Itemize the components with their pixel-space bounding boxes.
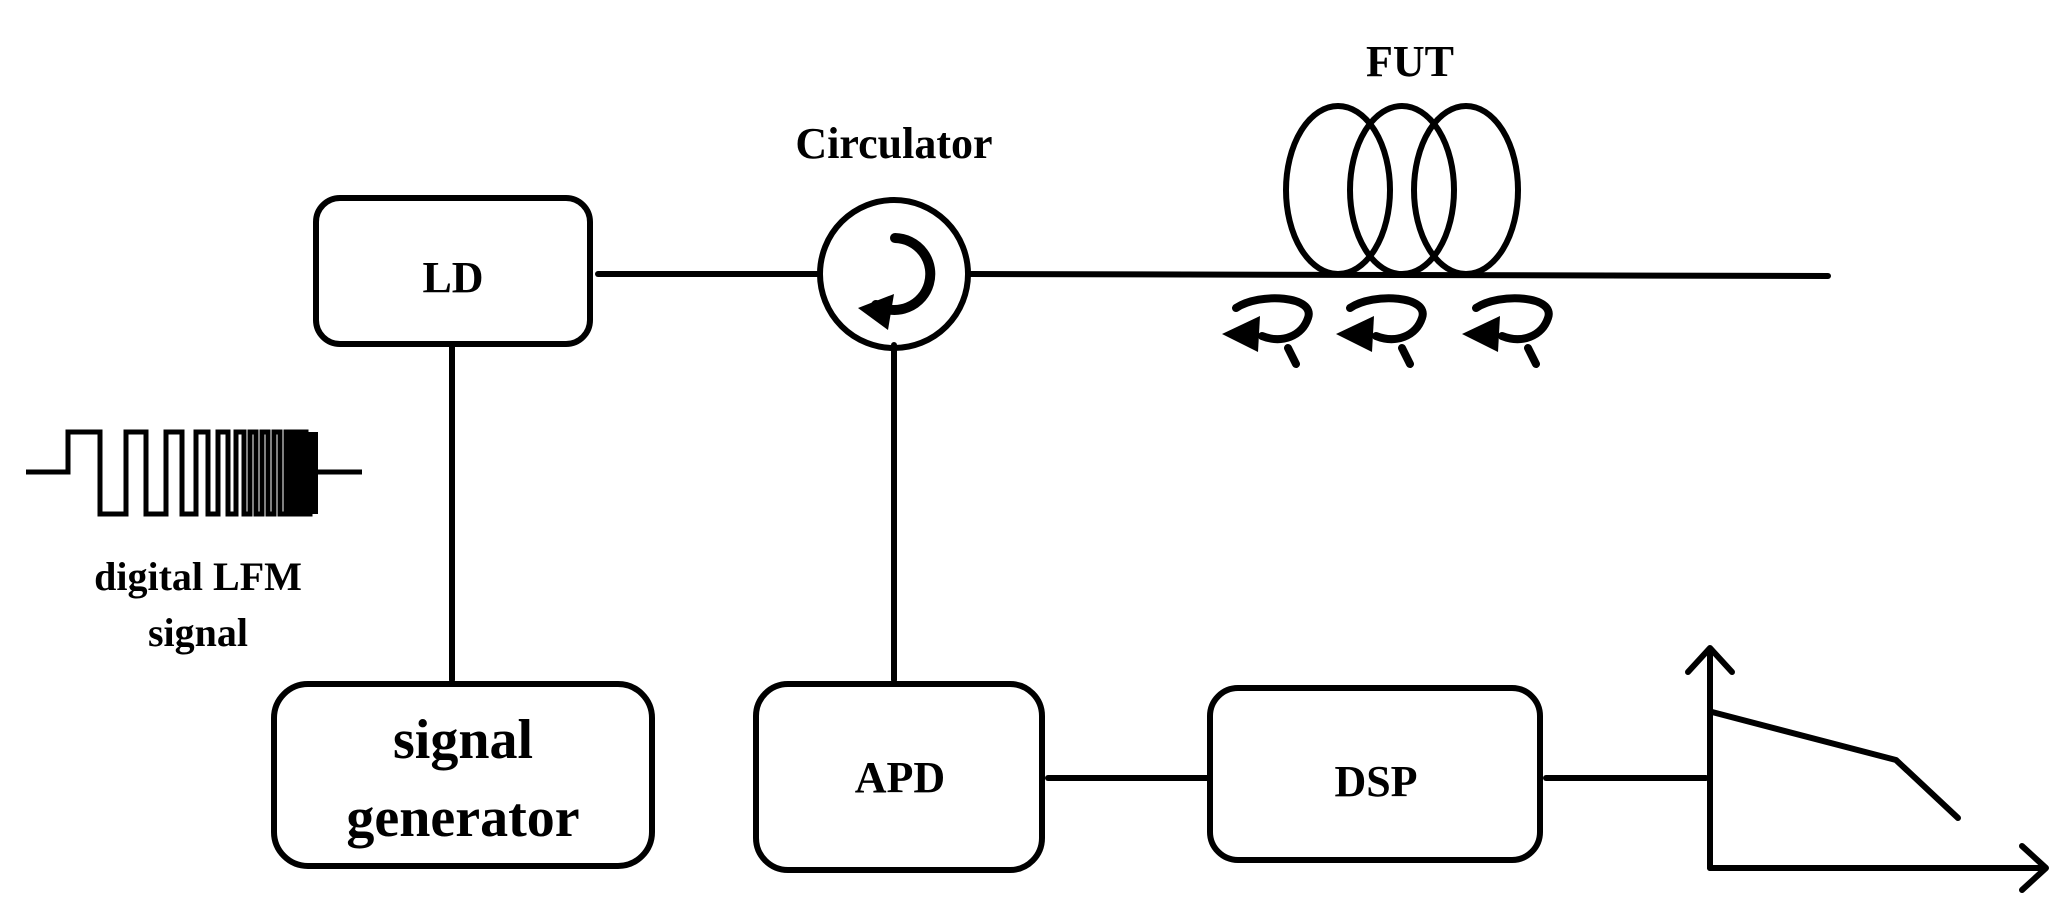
signal-generator-label-line2: generator [346, 787, 579, 849]
backscatter-head-2 [1336, 316, 1374, 352]
lfm-dense-tail [304, 432, 318, 514]
circulator-symbol [817, 197, 971, 351]
ld-box [313, 195, 593, 347]
fiber-coil-1 [1283, 103, 1393, 277]
dsp-label: DSP [1334, 757, 1417, 806]
circulator-rotation-arrow [871, 233, 936, 315]
circulator-arrow-tip [858, 294, 894, 330]
fiber-coil-2 [1347, 103, 1457, 277]
backscatter-arrow-1 [1232, 294, 1313, 368]
fiber-coil-3 [1411, 103, 1521, 277]
backscatter-head-1 [1222, 316, 1260, 352]
signal-generator-box [271, 681, 655, 869]
signal-generator-label-line1: signal [393, 709, 533, 771]
ld-label: LD [422, 253, 483, 302]
fut-label: FUT [1366, 37, 1454, 86]
lfm-label-line1: digital LFM [94, 554, 302, 599]
backscatter-head-3 [1462, 316, 1500, 352]
plot-trace [1709, 709, 1961, 821]
lfm-label-line2: signal [148, 610, 248, 655]
dsp-box [1207, 685, 1543, 863]
plot-x-arrowhead [2019, 843, 2049, 893]
lfm-waveform-icon [26, 429, 362, 517]
plot-y-arrowhead [1685, 645, 1735, 675]
backscatter-arrow-3 [1472, 294, 1553, 368]
apd-box [753, 681, 1045, 873]
apd-label: APD [855, 753, 945, 802]
circulator-label: Circulator [795, 119, 992, 168]
backscatter-arrow-2 [1346, 294, 1427, 368]
